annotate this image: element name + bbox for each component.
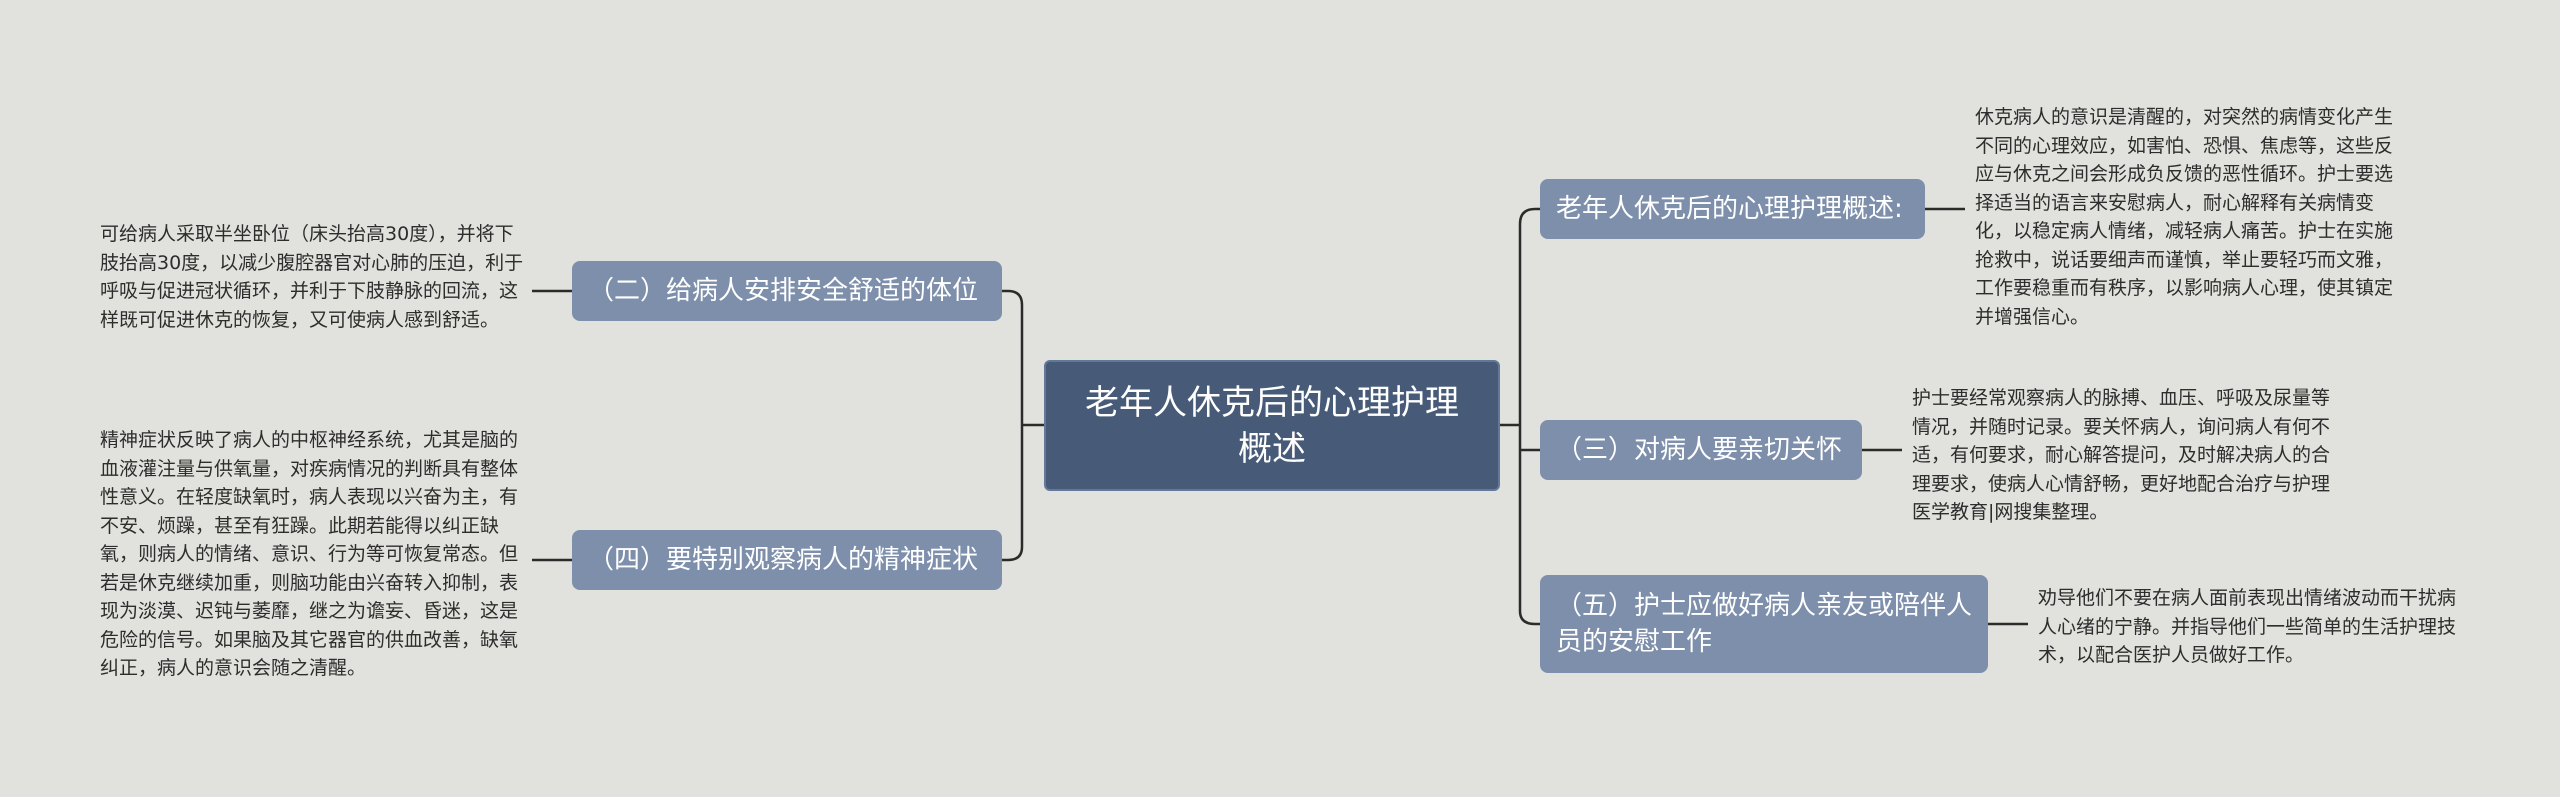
branch-overview-label: 老年人休克后的心理护理概述: <box>1556 194 1903 224</box>
branch-care-label: （三）对病人要亲切关怀 <box>1556 435 1843 465</box>
note-care: 护士要经常观察病人的脉搏、血压、呼吸及尿量等情况，并随时记录。要关怀病人，询问病… <box>1912 387 2331 523</box>
branch-care[interactable]: （三）对病人要亲切关怀 <box>1540 420 1862 480</box>
branch-mental-symptoms-label: （四）要特别观察病人的精神症状 <box>588 545 979 575</box>
branch-posture-label: （二）给病人安排安全舒适的体位 <box>588 276 979 306</box>
branch-posture[interactable]: （二）给病人安排安全舒适的体位 <box>572 261 1002 321</box>
branch-overview[interactable]: 老年人休克后的心理护理概述: <box>1540 179 1925 239</box>
branch-mental-symptoms[interactable]: （四）要特别观察病人的精神症状 <box>572 530 1002 590</box>
connector-root-left <box>1002 289 1044 562</box>
root-topic-label: 老年人休克后的心理护理概述 <box>1085 382 1459 469</box>
branch-family-comfort-label: （五）护士应做好病人亲友或陪伴人员的安慰工作 <box>1556 591 1973 657</box>
connector-root-right <box>1500 207 1540 626</box>
note-posture: 可给病人采取半坐卧位（床头抬高30度），并将下肢抬高30度，以减少腹腔器官对心肺… <box>100 223 524 331</box>
note-overview: 休克病人的意识是清醒的，对突然的病情变化产生不同的心理效应，如害怕、恐惧、焦虑等… <box>1975 106 2394 328</box>
note-mental-symptoms: 精神症状反映了病人的中枢神经系统，尤其是脑的血液灌注量与供氧量，对疾病情况的判断… <box>100 429 519 679</box>
branch-family-comfort[interactable]: （五）护士应做好病人亲友或陪伴人员的安慰工作 <box>1540 575 1988 673</box>
note-family-comfort: 劝导他们不要在病人面前表现出情绪波动而干扰病人心绪的宁静。并指导他们一些简单的生… <box>2038 587 2457 666</box>
root-topic[interactable]: 老年人休克后的心理护理概述 <box>1044 360 1500 491</box>
